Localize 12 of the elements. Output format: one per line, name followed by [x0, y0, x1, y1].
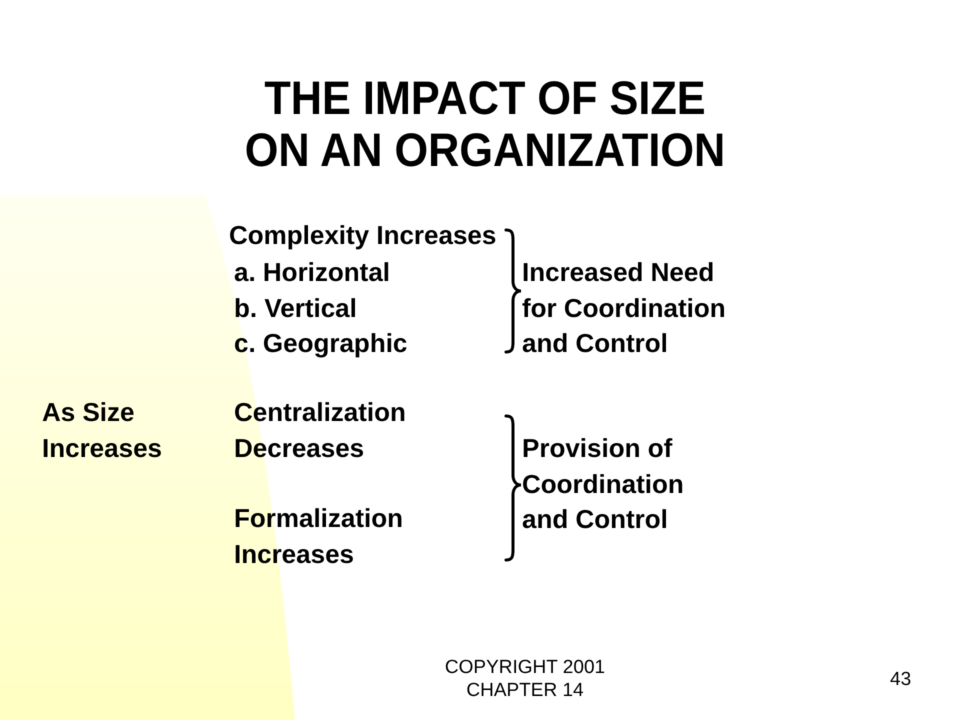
- footer-text: COPYRIGHT 2001 CHAPTER 14: [444, 657, 606, 701]
- page-number: 43: [890, 669, 912, 690]
- body-text: Centralization Decreases: [234, 397, 406, 462]
- body-text: Increased Need for Coordination and Control: [522, 257, 726, 358]
- body-text: Formalization Increases: [234, 503, 404, 568]
- slide-title: THE IMPACT OF SIZE ON AN ORGANIZATION: [244, 72, 726, 176]
- body-text: As Size Increases: [42, 397, 162, 462]
- list-item: c. Geographic: [234, 328, 408, 358]
- body-text: Provision of Coordination and Control: [522, 433, 684, 534]
- heading-text: Complexity Increases: [229, 220, 496, 250]
- list-item: a. Horizontal: [234, 257, 390, 287]
- list-item: b. Vertical: [234, 293, 357, 323]
